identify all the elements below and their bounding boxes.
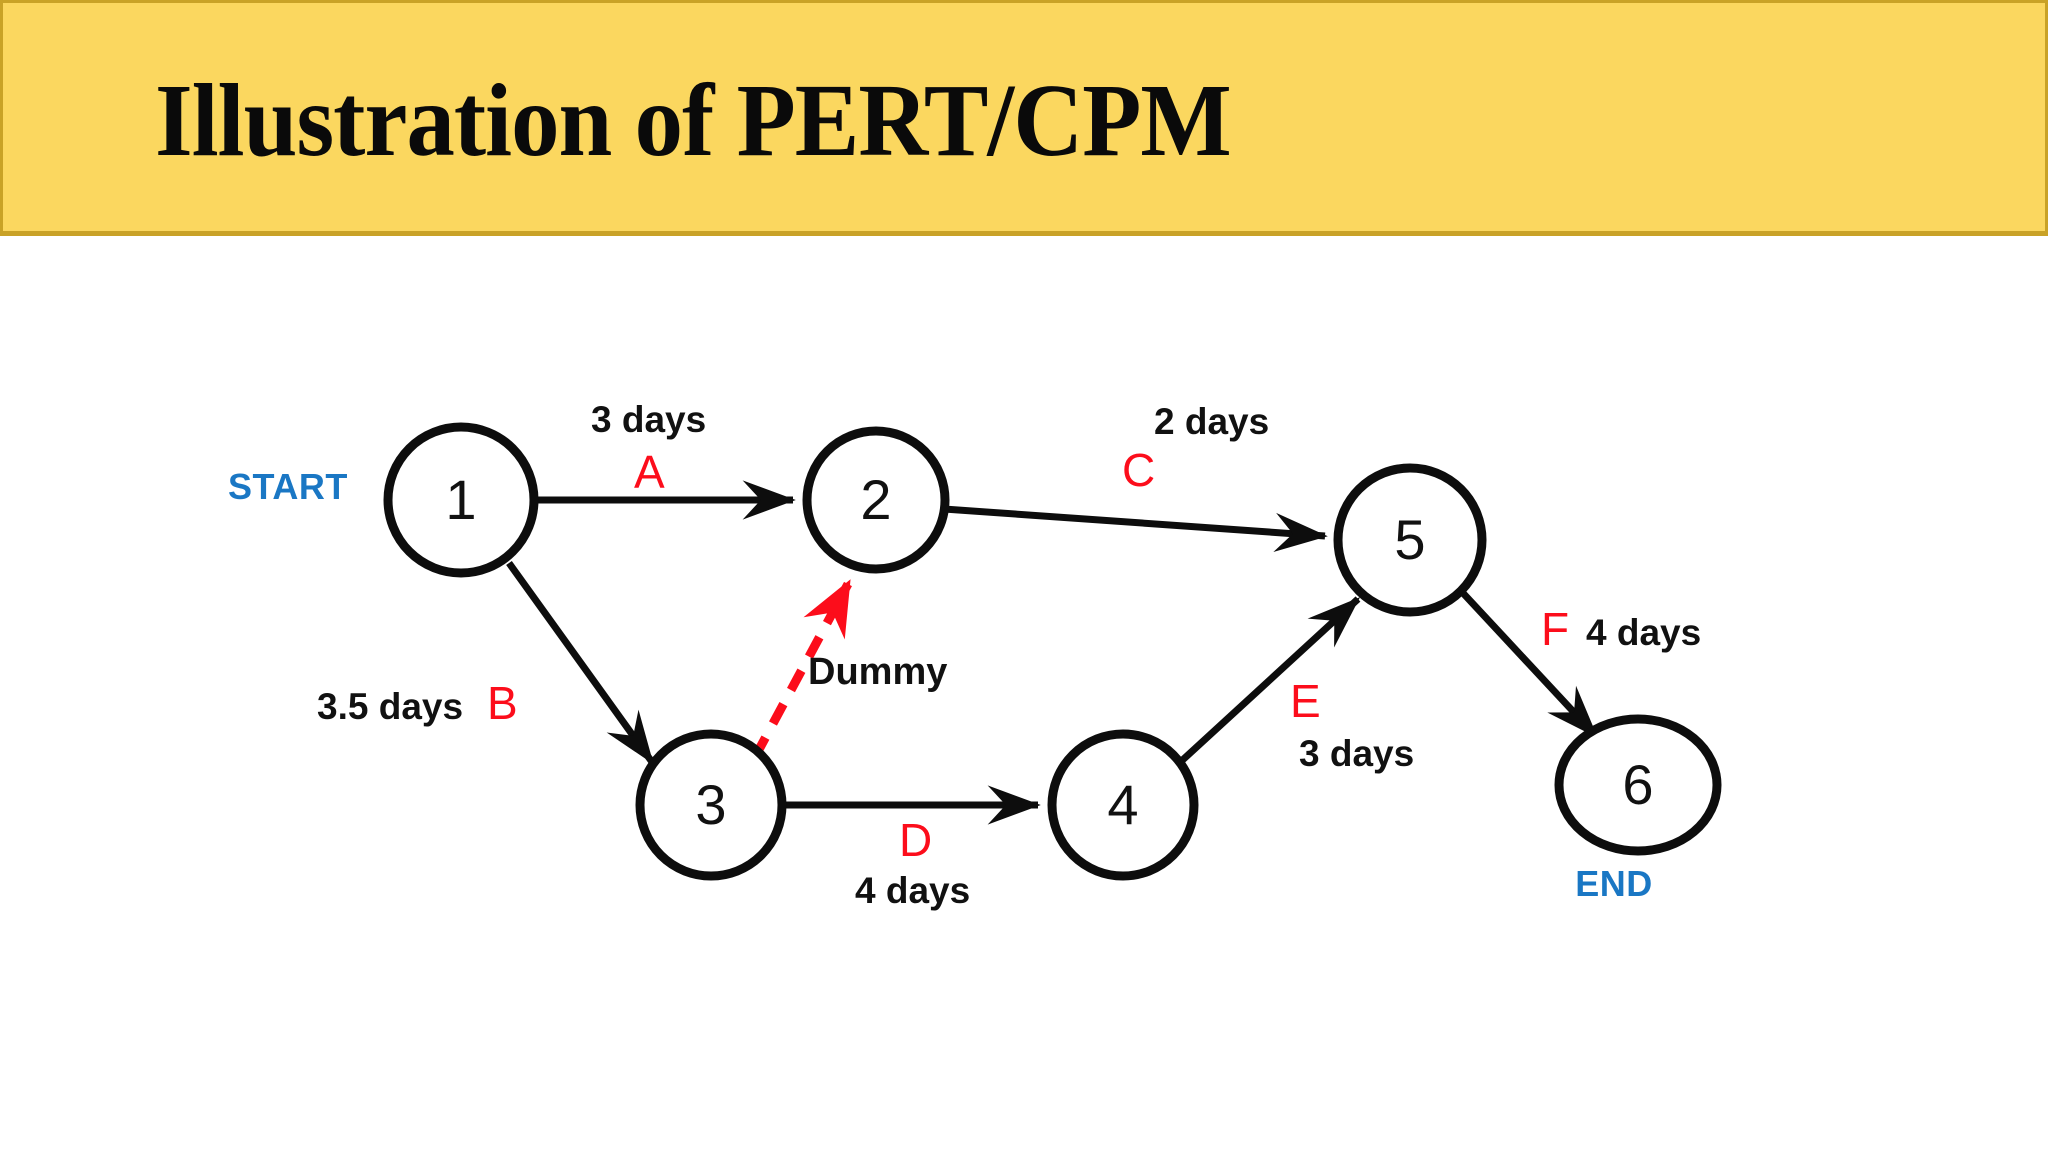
- edge-d-duration: 4 days: [855, 870, 970, 911]
- edge-group: [506, 480, 1599, 825]
- edge-b-line: [506, 560, 655, 765]
- edge-b-code: B: [487, 677, 518, 729]
- edge-f-line: [1459, 589, 1599, 739]
- edge-f-duration: 4 days: [1586, 612, 1701, 653]
- node-3-circle[interactable]: [635, 729, 787, 881]
- node-3[interactable]: 3: [635, 729, 787, 881]
- edge-dummy-line: [751, 579, 852, 760]
- node-5-circle[interactable]: [1333, 463, 1487, 617]
- node-2[interactable]: 2: [802, 426, 950, 574]
- header-banner: Illustration of PERT/CPM: [0, 0, 2048, 236]
- edge-b-duration: 3.5 days: [317, 686, 463, 727]
- pert-cpm-diagram: 1 2 3 4 5 6 START: [0, 236, 2048, 1152]
- edge-c-line: [943, 505, 1328, 552]
- node-3-label: 3: [695, 773, 726, 836]
- node-2-circle[interactable]: [802, 426, 950, 574]
- node-4[interactable]: 4: [1047, 729, 1199, 881]
- edge-e-duration: 3 days: [1299, 733, 1414, 774]
- edge-d-code: D: [899, 814, 932, 866]
- edge-e-code: E: [1290, 675, 1321, 727]
- node-1-label: 1: [445, 468, 476, 531]
- edge-dummy-label: Dummy: [808, 651, 947, 693]
- node-4-label: 4: [1107, 773, 1138, 836]
- edge-f-code: F: [1541, 603, 1569, 655]
- edge-e-line: [1173, 596, 1361, 769]
- start-label: START: [228, 466, 348, 507]
- node-1-circle[interactable]: [383, 422, 539, 578]
- node-4-circle[interactable]: [1047, 729, 1199, 881]
- edge-a-code: A: [634, 446, 665, 498]
- node-5[interactable]: 5: [1333, 463, 1487, 617]
- network-diagram-svg: 1 2 3 4 5 6 START: [228, 399, 1722, 911]
- node-1[interactable]: 1: [383, 422, 539, 578]
- node-6[interactable]: 6: [1554, 714, 1722, 856]
- edge-c-code: C: [1122, 444, 1155, 496]
- edge-c-duration: 2 days: [1154, 401, 1269, 442]
- node-group: 1 2 3 4 5 6: [383, 422, 1722, 881]
- page-title: Illustration of PERT/CPM: [155, 63, 1232, 178]
- edge-a-duration: 3 days: [591, 399, 706, 440]
- node-2-label: 2: [860, 468, 891, 531]
- node-6-ellipse[interactable]: [1554, 714, 1722, 856]
- end-label: END: [1575, 863, 1653, 904]
- node-5-label: 5: [1394, 508, 1425, 571]
- node-6-label: 6: [1622, 753, 1653, 816]
